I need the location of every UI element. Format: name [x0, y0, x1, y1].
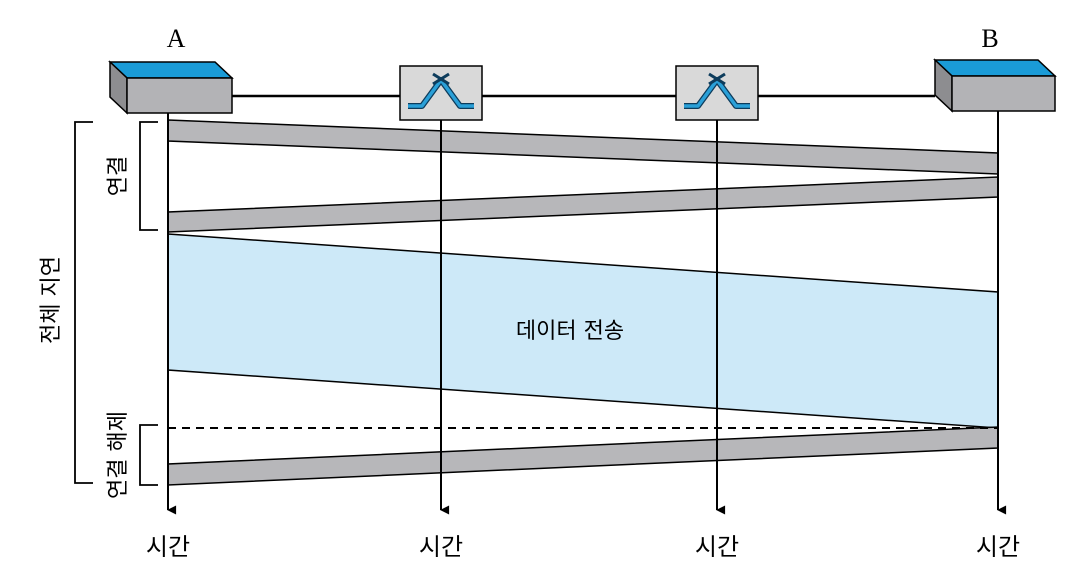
connection-request-band — [167, 119, 999, 175]
data-transfer-label: 데이터 전송 — [516, 319, 624, 344]
release-phase-label: 연결 해제 — [106, 411, 131, 499]
total-delay-bracket — [74, 121, 93, 484]
host-a-icon — [108, 60, 234, 115]
connection-accept-band — [167, 176, 999, 233]
release-band — [167, 426, 999, 486]
node-b-label: B — [981, 24, 998, 53]
host-b-icon — [933, 58, 1057, 113]
time-label-switch-1: 시간 — [419, 533, 463, 561]
node-a-label: A — [167, 24, 186, 53]
release-bracket — [139, 424, 158, 486]
time-label-switch-2: 시간 — [695, 533, 739, 561]
total-delay-label: 전체 지연 — [39, 256, 64, 344]
time-label-b: 시간 — [976, 533, 1020, 561]
connection-bracket — [139, 121, 158, 231]
switch-2-icon — [675, 65, 759, 121]
switch-1-icon — [399, 65, 483, 121]
time-label-a: 시간 — [146, 533, 190, 561]
connection-phase-label: 연결 — [106, 156, 131, 196]
